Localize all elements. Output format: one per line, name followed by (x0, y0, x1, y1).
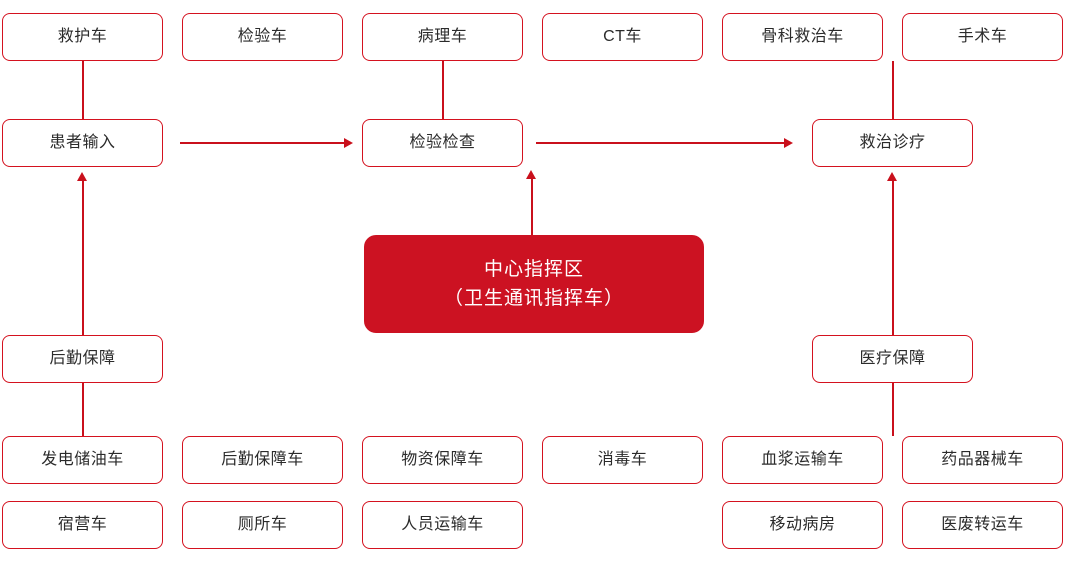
node-label: CT车 (603, 28, 642, 45)
node-label: 患者输入 (49, 134, 116, 151)
connector-inspection-to-treatment (536, 142, 786, 144)
node-label: 医废转运车 (941, 516, 1024, 533)
node-label: 后勤保障 (49, 350, 116, 367)
arrowhead-medical-support-to-treatment (887, 172, 897, 181)
arrowhead-center-to-inspection (526, 170, 536, 179)
node-label: 手术车 (957, 28, 1008, 45)
node-personnel-transport-vehicle[interactable]: 人员运输车 (362, 501, 523, 549)
connector-ambulance-to-patient-input (82, 61, 84, 119)
node-logistics-vehicle[interactable]: 后勤保障车 (182, 436, 343, 484)
arrowhead-to-treatment (784, 138, 793, 148)
node-drug-equipment-vehicle[interactable]: 药品器械车 (902, 436, 1063, 484)
node-inspection[interactable]: 检验检查 (362, 119, 523, 167)
connector-center-to-inspection (531, 178, 533, 235)
node-label: 后勤保障车 (221, 451, 304, 468)
node-mobile-ward[interactable]: 移动病房 (722, 501, 883, 549)
node-supplies-vehicle[interactable]: 物资保障车 (362, 436, 523, 484)
node-patient-input[interactable]: 患者输入 (2, 119, 163, 167)
node-camp-vehicle[interactable]: 宿营车 (2, 501, 163, 549)
node-label: 发电储油车 (41, 451, 124, 468)
node-central-command[interactable]: 中心指挥区 （卫生通讯指挥车） (364, 235, 704, 333)
node-medical-waste-transfer-vehicle[interactable]: 医废转运车 (902, 501, 1063, 549)
node-label: 药品器械车 (941, 451, 1024, 468)
connector-logistics-to-power-fuel-vehicle (82, 383, 84, 436)
node-medical-support[interactable]: 医疗保障 (812, 335, 973, 383)
node-ambulance[interactable]: 救护车 (2, 13, 163, 61)
node-label: 物资保障车 (401, 451, 484, 468)
node-toilet-vehicle[interactable]: 厕所车 (182, 501, 343, 549)
connector-medical-support-to-treatment (892, 180, 894, 335)
node-label: 骨科救治车 (761, 28, 844, 45)
connector-patient-input-to-inspection (180, 142, 346, 144)
connector-logistics-to-patient-input (82, 180, 84, 335)
connector-orthopedic-to-treatment (892, 61, 894, 119)
connector-pathology-to-inspection (442, 61, 444, 119)
node-surgery-vehicle[interactable]: 手术车 (902, 13, 1063, 61)
node-orthopedic-rescue-vehicle[interactable]: 骨科救治车 (722, 13, 883, 61)
node-label: 厕所车 (237, 516, 288, 533)
node-label: 人员运输车 (401, 516, 484, 533)
node-label: 救护车 (57, 28, 108, 45)
node-label: 移动病房 (769, 516, 836, 533)
arrowhead-logistics-to-patient-input (77, 172, 87, 181)
node-disinfection-vehicle[interactable]: 消毒车 (542, 436, 703, 484)
node-plasma-transport-vehicle[interactable]: 血浆运输车 (722, 436, 883, 484)
arrowhead-to-inspection (344, 138, 353, 148)
node-label: 检验车 (237, 28, 288, 45)
node-label: 救治诊疗 (859, 134, 926, 151)
node-power-fuel-vehicle[interactable]: 发电储油车 (2, 436, 163, 484)
node-lab-vehicle[interactable]: 检验车 (182, 13, 343, 61)
node-logistics[interactable]: 后勤保障 (2, 335, 163, 383)
connector-medical-support-to-plasma-vehicle (892, 383, 894, 436)
node-treatment[interactable]: 救治诊疗 (812, 119, 973, 167)
node-label: 血浆运输车 (761, 451, 844, 468)
node-label: 病理车 (417, 28, 468, 45)
node-label: 宿营车 (57, 516, 108, 533)
node-ct-vehicle[interactable]: CT车 (542, 13, 703, 61)
node-label: 消毒车 (597, 451, 648, 468)
node-pathology-vehicle[interactable]: 病理车 (362, 13, 523, 61)
central-command-line2: （卫生通讯指挥车） (443, 288, 624, 309)
central-command-line1: 中心指挥区 (483, 258, 584, 280)
node-label: 检验检查 (409, 134, 476, 151)
node-label: 医疗保障 (859, 350, 926, 367)
